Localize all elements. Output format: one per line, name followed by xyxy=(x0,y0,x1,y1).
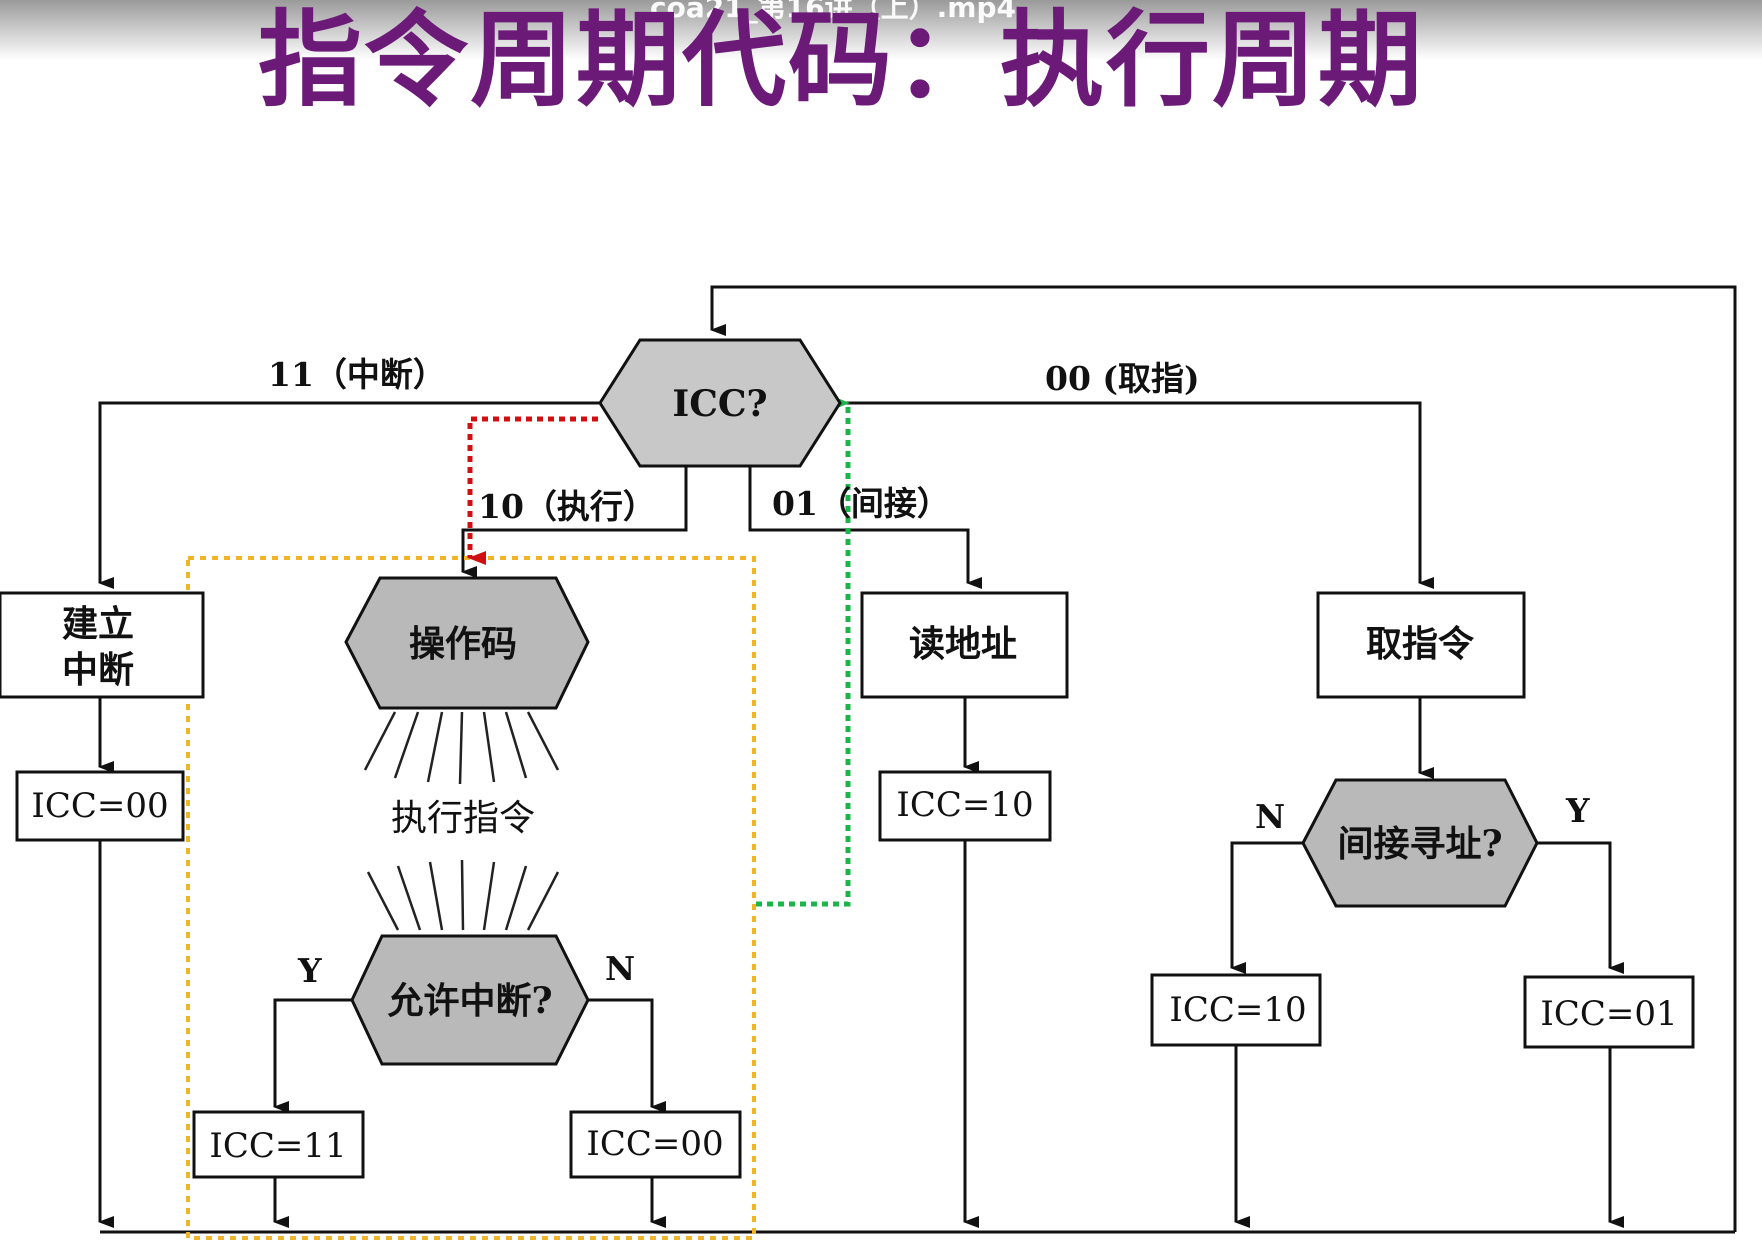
execute-instruction-label: 执行指令 xyxy=(391,798,535,839)
video-filename: coa21_第16讲（上）.mp4 xyxy=(650,0,1016,24)
icc-00-label: ICC=00 xyxy=(31,786,168,826)
indirect-addressing-label: 间接寻址? xyxy=(1337,823,1502,865)
branch-label-indirect: 01（间接） xyxy=(772,484,950,523)
icc-10-fetch-box: ICC=10 xyxy=(1150,973,1322,1047)
execute-cycle-highlight xyxy=(186,556,756,1240)
allow-interrupt-label: 允许中断? xyxy=(387,980,552,1022)
branch-label-interrupt: 11（中断） xyxy=(268,355,446,394)
icc-10-indirect-label: ICC=10 xyxy=(896,785,1033,825)
allow-interrupt-decision: 允许中断? xyxy=(350,934,590,1066)
connector-lines xyxy=(98,285,1737,1234)
icc-00-exec-box: ICC=00 xyxy=(569,1110,742,1179)
icc-decision: ICC? xyxy=(598,338,842,468)
opcode-label: 操作码 xyxy=(409,623,517,665)
opcode-hexagon: 操作码 xyxy=(344,576,590,710)
icc-10-fetch-label: ICC=10 xyxy=(1169,990,1306,1030)
icc-10-indirect-box: ICC=10 xyxy=(878,770,1052,842)
branch-label-fetch: 00 (取指) xyxy=(1045,359,1200,398)
icc-00-exec-label: ICC=00 xyxy=(586,1124,723,1164)
opcode-fan-lines xyxy=(363,711,560,785)
read-address-label: 读地址 xyxy=(909,623,1017,665)
icc-11-label: ICC=11 xyxy=(209,1126,346,1166)
execute-fan-lines xyxy=(366,859,560,931)
indirect-yes-label: Y xyxy=(1565,791,1590,830)
icc-11-box: ICC=11 xyxy=(192,1110,365,1179)
return-to-icc-arrow xyxy=(756,396,851,907)
icc-01-box: ICC=01 xyxy=(1523,975,1695,1049)
video-overlay-bar xyxy=(0,0,1762,60)
allow-no-label: N xyxy=(605,949,635,988)
set-interrupt-line2: 中断 xyxy=(62,649,134,691)
execute-entry-arrow xyxy=(467,416,598,565)
icc-01-label: ICC=01 xyxy=(1540,994,1677,1034)
icc-decision-label: ICC? xyxy=(672,383,767,425)
set-interrupt-box: 建立 中断 xyxy=(0,591,205,699)
set-interrupt-line1: 建立 xyxy=(62,603,134,645)
read-address-box: 读地址 xyxy=(860,591,1069,699)
allow-yes-label: Y xyxy=(297,951,322,990)
icc-00-box: ICC=00 xyxy=(15,770,185,842)
page-title: 指令周期代码：执行周期 xyxy=(257,0,1424,121)
indirect-no-label: N xyxy=(1255,797,1285,836)
fetch-instruction-box: 取指令 xyxy=(1316,591,1526,699)
indirect-addressing-decision: 间接寻址? xyxy=(1301,778,1539,908)
fetch-instruction-label: 取指令 xyxy=(1366,623,1475,665)
branch-label-execute: 10（执行） xyxy=(478,487,656,526)
